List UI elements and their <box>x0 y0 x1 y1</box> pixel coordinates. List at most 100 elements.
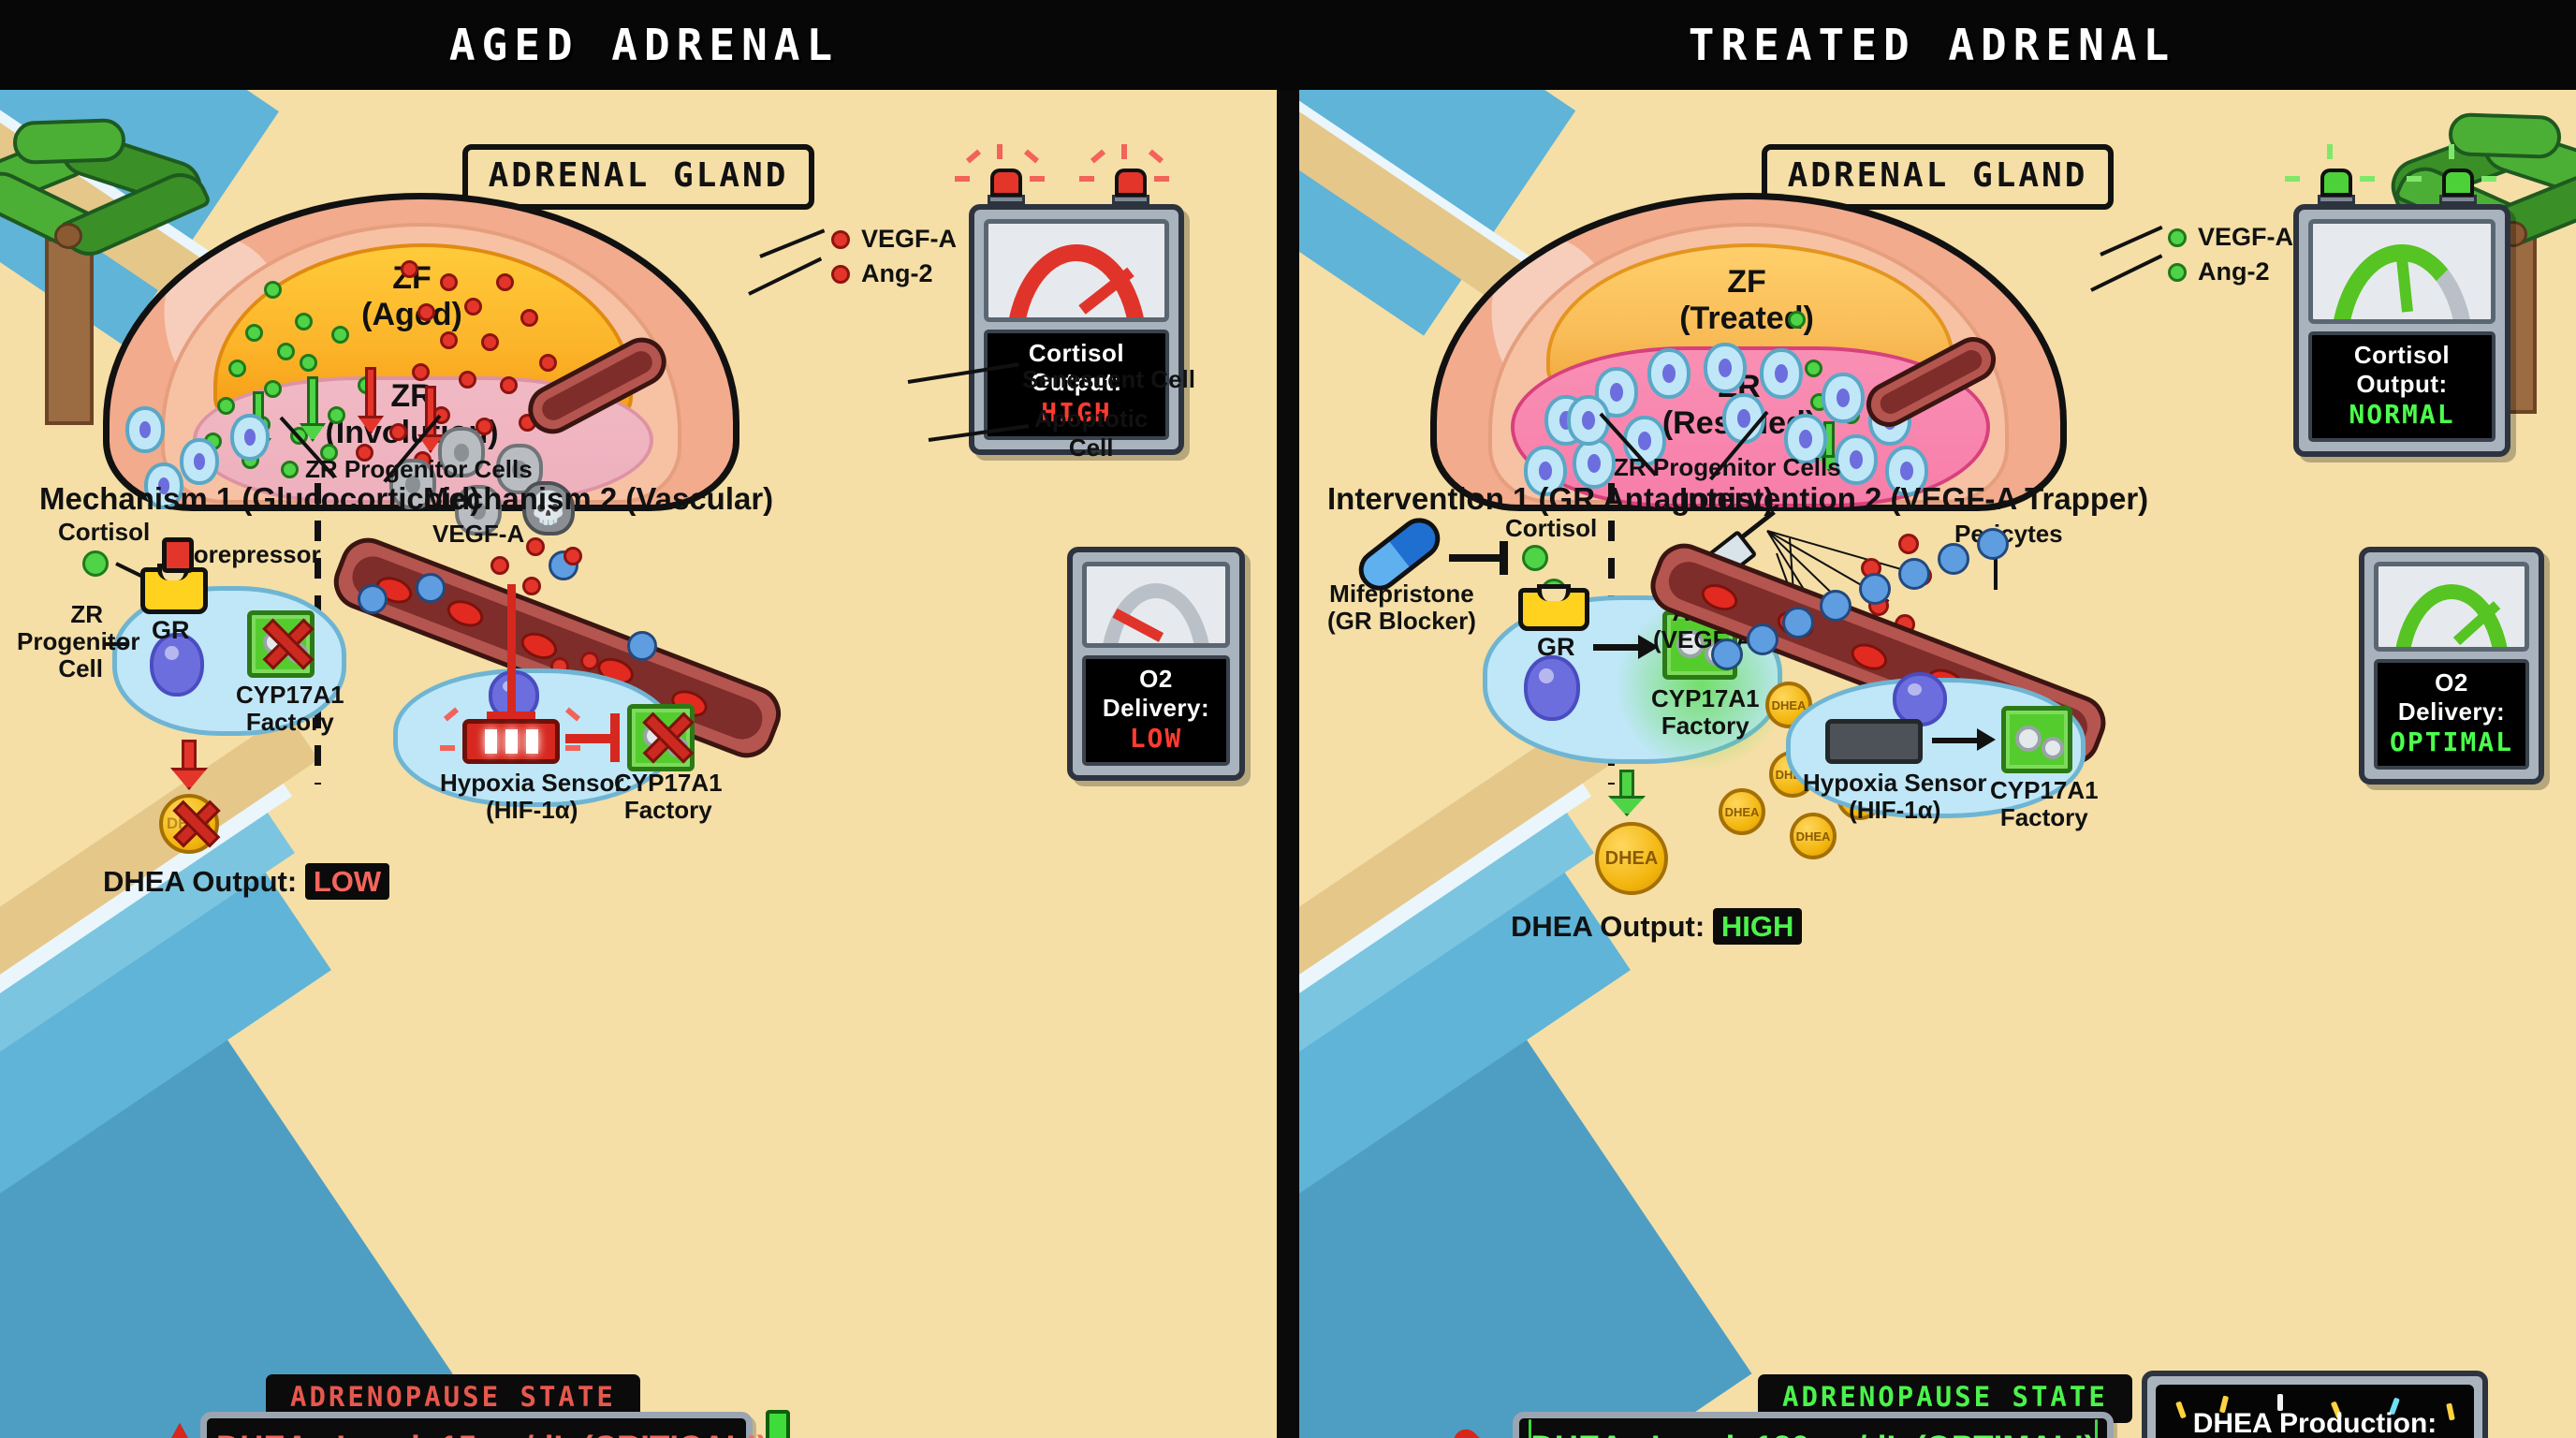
hypoxia-sensor-label-2: Hypoxia Sensor (HIF-1α) <box>1803 769 1987 825</box>
nucleus-highlight <box>165 645 179 661</box>
inhibition-line <box>507 584 516 719</box>
dhea-coin-main: DHEA <box>1595 822 1668 895</box>
cell-nucleus <box>150 633 204 697</box>
alarm-light-icon <box>2320 169 2352 197</box>
cortisol-gauge-screen <box>984 219 1169 322</box>
dhea-output-value-2: HIGH <box>1712 908 1803 945</box>
meter-cap-left <box>1529 1419 1531 1438</box>
left-panel-body: ADRENAL GLAND ZF (Aged) ZR (Involution) <box>0 90 1288 1438</box>
hypoxia-sensor-label: Hypoxia Sensor (HIF-1α) <box>440 769 624 825</box>
activation-arrow-line <box>1932 738 1981 743</box>
o2-label: O2 Delivery: <box>1102 665 1210 722</box>
right-panel-body: ADRENAL GLAND ZF (Treated) ZR (Rescued) <box>1288 90 2576 1438</box>
mechanism-1-title: Mechanism 1 (Glucocorticoid) <box>39 481 481 516</box>
cyp17a1-factory-label-4: CYP17A1 Factory <box>1990 776 2099 832</box>
left-panel-title: AGED ADRENAL <box>448 20 840 70</box>
ang-2-dot-icon <box>2168 262 2187 282</box>
legend-vegf-a: VEGF-A <box>861 225 958 253</box>
gauge-arc-icon <box>2393 583 2510 647</box>
pericyte-icon <box>627 631 657 661</box>
right-o2-device: O2 Delivery: OPTIMAL <box>2359 547 2544 785</box>
cortisol-molecule-icon <box>82 550 109 577</box>
label-cortisol: Cortisol <box>58 518 151 546</box>
palm-tree-icon <box>0 99 212 425</box>
pericyte-icon <box>1938 543 1969 575</box>
pericyte-icon <box>1859 573 1891 605</box>
dhea-output-row-1: DHEA Output: LOW <box>103 863 390 900</box>
alarm-light-icon <box>1115 169 1147 197</box>
alarm-light-icon <box>990 169 1022 197</box>
panel-aged-adrenal: AGED ADRENAL <box>0 0 1288 1438</box>
pericyte-icon <box>1782 607 1814 638</box>
cyp17a1-factory-active-2 <box>2001 706 2072 773</box>
cell-nucleus <box>1893 672 1947 726</box>
senescent-cell <box>496 444 543 494</box>
left-cortisol-device: Cortisol Output: HIGH <box>969 204 1184 455</box>
alarm-light-icon <box>2442 169 2474 197</box>
cell-nucleus <box>1524 655 1580 721</box>
cortisol-label: Cortisol Output: <box>2353 341 2451 398</box>
right-dheas-meter: DHEAs Level: 120 µg/dL (OPTIMAL!) <box>1513 1412 2114 1438</box>
label-cortisol: Cortisol <box>1505 514 1598 542</box>
dhea-output-row-2: DHEA Output: HIGH <box>1511 908 1803 945</box>
nucleus-highlight <box>1539 668 1555 684</box>
o2-label: O2 Delivery: <box>2397 668 2506 726</box>
cyp17a1-factory-label-2: CYP17A1 Factory <box>614 769 723 825</box>
left-legend: VEGF-A Ang-2 <box>831 225 957 288</box>
right-cortisol-device: Cortisol Output: NORMAL <box>2293 204 2510 457</box>
legend-ang-2: Ang-2 <box>2198 257 2270 286</box>
leader-line <box>105 642 129 646</box>
dhea-restored-banner: DHEA Production: RESTORED <box>2142 1371 2488 1438</box>
zr-progenitor-cell-label: ZR Progenitor Cell <box>17 600 140 683</box>
left-gland-tag: ADRENAL GLAND <box>461 144 815 210</box>
o2-value: LOW <box>1129 723 1183 754</box>
panel-treated-adrenal: TREATED ADRENAL <box>1288 0 2576 1438</box>
cyp17a1-factory-blocked-2 <box>627 704 695 771</box>
cortisol-label: Cortisol Output: <box>1028 339 1125 396</box>
left-panel-header: AGED ADRENAL <box>0 0 1288 90</box>
intervention-1-title: Intervention 1 (GR Antagonist) <box>1327 481 1775 516</box>
right-legend: VEGF-A Ang-2 <box>2168 223 2293 286</box>
apoptotic-cell: 💀 <box>522 481 575 536</box>
meter-cap-right <box>2095 1419 2098 1438</box>
o2-value: OPTIMAL <box>2389 726 2513 757</box>
vegf-a-dot-icon <box>831 229 850 249</box>
mechanism-2-title: Mechanism 2 (Vascular) <box>423 481 774 516</box>
dhea-coin: DHEA <box>1790 813 1837 859</box>
pericyte-icon <box>1711 638 1743 670</box>
left-o2-device: O2 Delivery: LOW <box>1067 547 1245 781</box>
callout-zr-progenitors: ZR Progenitor Cells <box>305 455 533 483</box>
ang-2-dot-icon <box>831 264 850 284</box>
gauge-arc-icon <box>1005 244 1148 317</box>
inhibition-cap <box>487 712 535 722</box>
dhea-coin-blocked: DHEA <box>159 794 221 854</box>
gr-receptor-notch <box>1537 584 1571 601</box>
o2-gauge-screen <box>2374 562 2529 652</box>
left-dheas-meter: DHEAs Level: 15 µg/dL (CRITICAL!) <box>200 1412 768 1438</box>
right-adrenal-gland: ZF (Treated) ZR (Rescued) <box>1430 193 2067 511</box>
blocked-x-icon <box>626 703 695 772</box>
banner-screen: DHEA Production: RESTORED <box>2156 1385 2474 1438</box>
cortisol-value: HIGH <box>1041 397 1112 428</box>
left-adrenal-gland: ZF (Aged) ZR (Involution) <box>103 193 739 536</box>
label-vegf-a-2: VEGF-A <box>432 520 525 548</box>
corepressor-icon <box>162 537 194 573</box>
gr-label: GR <box>152 616 190 644</box>
warning-icon <box>150 1423 210 1438</box>
green-vial-icon <box>766 1410 790 1438</box>
senescent-cell <box>438 427 485 477</box>
pericyte-icon <box>416 573 446 603</box>
inhibition-line <box>1449 554 1505 562</box>
callout-apoptotic-cell: Apoptotic Cell <box>1034 404 1149 462</box>
label-corepressor: Corepressor <box>176 540 321 568</box>
progenitor-cell <box>125 406 165 453</box>
right-zf-label: ZF (Treated) <box>1679 264 1814 337</box>
mifepristone-label: Mifepristone (GR Blocker) <box>1327 580 1476 636</box>
callout-senescent-cell: Senescent Cell <box>1022 365 1195 393</box>
banner-text: DHEA Production: RESTORED <box>2192 1407 2437 1438</box>
pericyte-icon <box>1747 624 1778 655</box>
cyp17a1-factory-label-3: CYP17A1 Factory <box>1651 684 1760 741</box>
down-arrow-icon <box>182 740 197 771</box>
o2-gauge-screen <box>1082 562 1230 648</box>
